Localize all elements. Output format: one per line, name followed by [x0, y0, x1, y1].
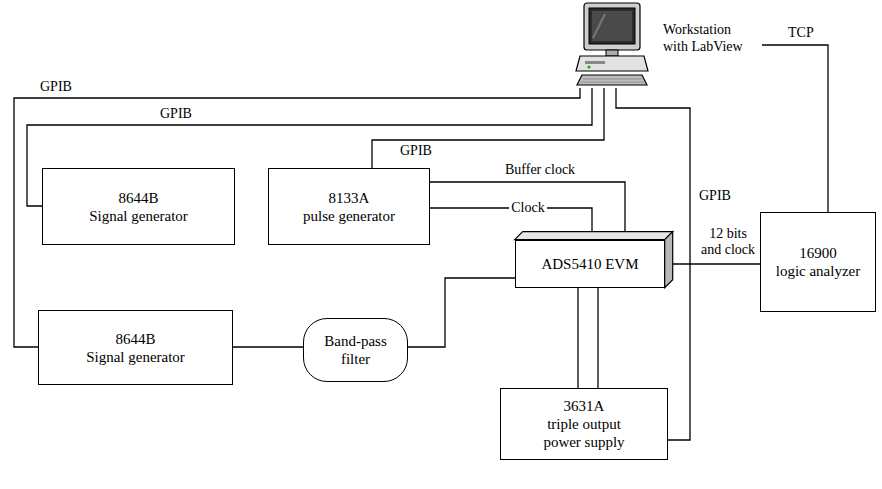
- model-number: 16900: [776, 244, 861, 262]
- board-side-face: [665, 232, 673, 288]
- model-number: 8644B: [89, 189, 188, 207]
- box-label: logic analyzer: [776, 262, 861, 280]
- line-label: GPIB: [697, 188, 733, 204]
- text-group: 3631Atriple output power supply: [528, 397, 640, 451]
- box-label: Signal generator: [89, 207, 188, 225]
- band-pass-filter: Band-pass filter: [303, 318, 408, 382]
- board-3d-faces: [516, 241, 517, 242]
- signal-line: [233, 346, 303, 347]
- board-top-face: [515, 232, 673, 240]
- line-label: Buffer clock: [503, 162, 577, 178]
- signal-line: [762, 45, 828, 212]
- box-label: Band-pass filter: [317, 332, 395, 368]
- line-label: GPIB: [398, 143, 434, 159]
- model-number: 8644B: [86, 330, 185, 348]
- signal-generator: 8644BSignal generator: [38, 310, 233, 385]
- text-group: 8133Apulse generator: [303, 189, 395, 225]
- signal-line: [408, 278, 515, 347]
- line-label: Clock: [509, 200, 546, 216]
- pulse-generator: 8133Apulse generator: [268, 168, 430, 245]
- box-label: Signal generator: [86, 348, 185, 366]
- signal-line: [14, 88, 580, 347]
- signal-line: [577, 288, 578, 388]
- signal-line: [597, 288, 598, 388]
- workstation: Workstation with LabView: [575, 2, 762, 88]
- text-group: ADS5410 EVM: [541, 255, 638, 273]
- text-group: Band-pass filter: [317, 332, 395, 368]
- signal-line: [372, 88, 604, 168]
- computer-icon: [575, 0, 651, 88]
- text-group: 16900logic analyzer: [776, 244, 861, 280]
- box-label: pulse generator: [303, 207, 395, 225]
- model-number: 3631A: [528, 397, 640, 415]
- box-label: ADS5410 EVM: [541, 255, 638, 273]
- power-supply: 3631Atriple output power supply: [500, 388, 668, 460]
- line-label: 12 bits and clock: [696, 226, 760, 258]
- box-label: triple output power supply: [528, 415, 640, 451]
- line-label: GPIB: [158, 106, 194, 122]
- signal-generator: 8644BSignal generator: [42, 168, 235, 245]
- text-group: 8644BSignal generator: [89, 189, 188, 225]
- logic-analyzer: 16900logic analyzer: [760, 212, 876, 312]
- signal-line: [665, 263, 760, 264]
- line-label: GPIB: [38, 79, 74, 95]
- text-group: 8644BSignal generator: [86, 330, 185, 366]
- box-label: Workstation with LabView: [663, 22, 758, 56]
- text-group: Workstation with LabView: [663, 22, 758, 56]
- line-label: TCP: [786, 25, 816, 41]
- evm-board: ADS5410 EVM: [515, 240, 665, 288]
- model-number: 8133A: [303, 189, 395, 207]
